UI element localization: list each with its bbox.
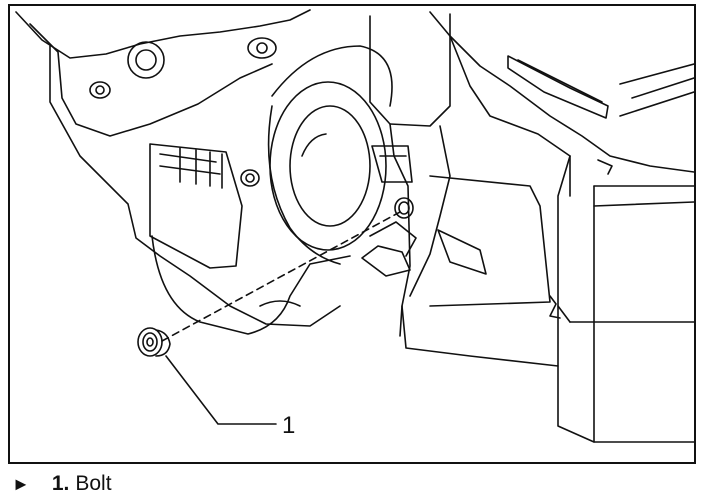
upper-arm-inner xyxy=(29,23,273,137)
center-column xyxy=(361,13,451,337)
lower-housing xyxy=(151,235,351,335)
side-cover xyxy=(149,143,260,269)
figure-frame: 1 xyxy=(8,4,696,464)
housing-left-edge xyxy=(49,45,341,327)
upper-boss xyxy=(127,41,165,79)
blade-guard xyxy=(267,45,393,265)
caption-item-label: Bolt xyxy=(75,472,112,495)
caption-item-number: 1. xyxy=(51,472,70,495)
callout-leader xyxy=(165,355,277,425)
main-body xyxy=(401,11,694,443)
top-mount-boss xyxy=(247,37,277,59)
installation-path xyxy=(161,211,401,342)
technical-illustration: 1 xyxy=(15,9,694,443)
bolt xyxy=(137,327,171,357)
callout-number: 1 xyxy=(282,412,295,439)
caption-marker: ► xyxy=(12,473,30,494)
left-mount-boss xyxy=(89,81,111,99)
caption: ► 1. Bolt xyxy=(12,470,112,498)
bolt-hole xyxy=(394,197,414,219)
